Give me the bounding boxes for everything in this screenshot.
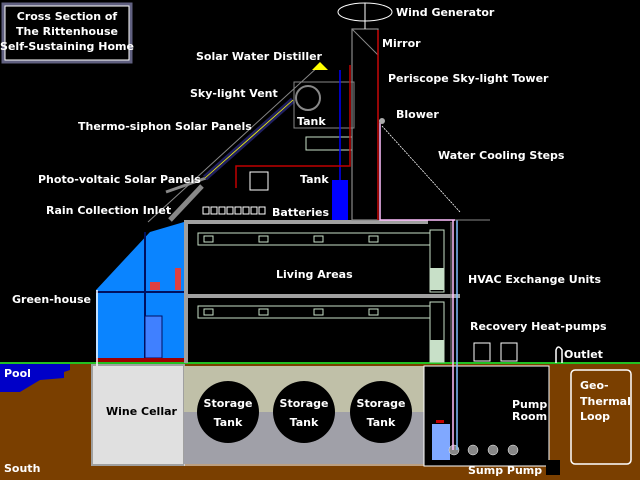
label-batteries: Batteries: [272, 206, 329, 219]
label-skylight-vent: Sky-light Vent: [190, 87, 278, 100]
label-living-areas: Living Areas: [276, 268, 353, 281]
label-mirror: Mirror: [382, 37, 421, 50]
photovoltaic-panels: [168, 184, 204, 222]
label-pump-room-b: Room: [512, 410, 547, 423]
title-line-1: Cross Section of: [17, 10, 118, 23]
solar-distiller: [312, 62, 328, 70]
geothermal-loop: [570, 369, 632, 465]
label-recovery-heatpumps: Recovery Heat-pumps: [470, 320, 607, 333]
label-wind-generator: Wind Generator: [396, 6, 495, 19]
pool-water: [0, 363, 70, 392]
label-greenhouse: Green-house: [12, 293, 91, 306]
batteries: [202, 206, 266, 215]
mid-floor: [184, 294, 460, 298]
label-storage-tank-3b: Tank: [367, 416, 396, 429]
label-rain-inlet: Rain Collection Inlet: [46, 204, 171, 217]
charge-controller: [249, 171, 269, 191]
title-line-2: The Rittenhouse: [16, 25, 118, 38]
middle-tank: [332, 180, 348, 220]
label-storage-tank-2a: Storage: [280, 397, 329, 410]
attic-floor: [184, 220, 428, 224]
label-pump-room-a: Pump: [512, 398, 547, 411]
heat-pump-2: [500, 342, 518, 362]
roof-west: [147, 64, 321, 223]
wine-cellar: [91, 364, 185, 466]
storage-tank-1: [197, 381, 259, 443]
west-wall: [184, 220, 188, 363]
label-tank-upper: Tank: [297, 115, 326, 128]
water-heater: [432, 424, 450, 460]
vents: [203, 235, 379, 316]
label-periscope-tower: Periscope Sky-light Tower: [388, 72, 549, 85]
label-sump-pump: Sump Pump: [468, 464, 542, 477]
blower: [379, 118, 385, 124]
label-geothermal-b: Thermal: [580, 395, 631, 408]
storage-tank-2: [273, 381, 335, 443]
label-photovoltaic: Photo-voltaic Solar Panels: [38, 173, 201, 186]
hvac-unit-upper: [429, 229, 445, 293]
label-hvac-units: HVAC Exchange Units: [468, 273, 602, 286]
label-storage-tank-2b: Tank: [290, 416, 319, 429]
label-water-cooling-steps: Water Cooling Steps: [438, 149, 565, 162]
storage-tank-3: [350, 381, 412, 443]
label-outlet: Outlet: [564, 348, 603, 361]
label-solar-distiller: Solar Water Distiller: [196, 50, 323, 63]
label-pool: Pool: [4, 367, 31, 380]
sump-pump: [546, 460, 560, 475]
outlet-pipe: [555, 346, 563, 363]
water-cooling-steps: [381, 125, 461, 213]
label-wine-cellar: Wine Cellar: [106, 405, 178, 418]
upper-tank: [295, 85, 321, 111]
title-box: [1, 2, 133, 64]
label-geothermal-c: Loop: [580, 410, 610, 423]
label-tank-middle: Tank: [300, 173, 329, 186]
label-south: South: [4, 462, 40, 475]
label-geothermal-a: Geo-: [580, 379, 609, 392]
label-storage-tank-1a: Storage: [204, 397, 253, 410]
label-storage-tank-1b: Tank: [214, 416, 243, 429]
periscope-tower: [351, 28, 379, 221]
heat-pump-1: [473, 342, 491, 362]
title-line-3: Self-Sustaining Home: [0, 40, 134, 53]
label-blower: Blower: [396, 108, 439, 121]
label-storage-tank-3a: Storage: [357, 397, 406, 410]
label-thermo-siphon: Thermo-siphon Solar Panels: [78, 120, 252, 133]
